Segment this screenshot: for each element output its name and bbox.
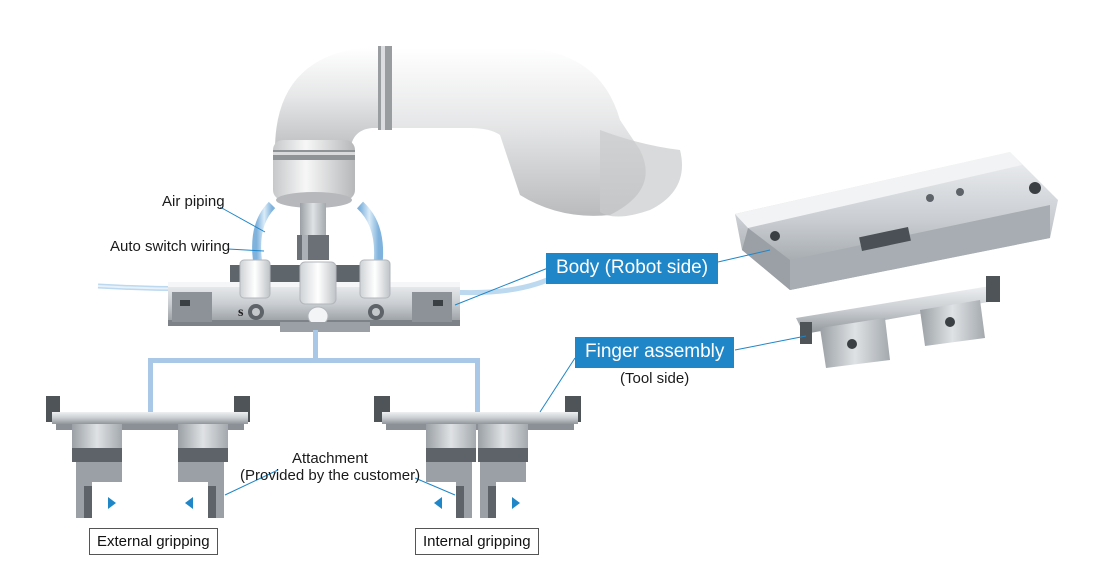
connector-bracket bbox=[148, 330, 480, 414]
body-marking: s bbox=[238, 305, 244, 320]
robot-arm bbox=[273, 46, 682, 260]
arrow-left-icon bbox=[434, 497, 452, 509]
internal-gripping-assembly bbox=[374, 396, 581, 518]
arrow-right-icon bbox=[502, 497, 520, 509]
attachment-label: Attachment bbox=[292, 450, 368, 467]
arrow-left-icon bbox=[185, 497, 203, 509]
gripper-body-mounted bbox=[97, 201, 562, 332]
arrow-right-icon bbox=[98, 497, 116, 509]
finger-assembly-callout: Finger assembly bbox=[575, 337, 735, 368]
body-robot-side-callout: Body (Robot side) bbox=[546, 253, 719, 284]
external-gripping-assembly bbox=[46, 396, 250, 518]
air-piping-label: Air piping bbox=[162, 193, 225, 210]
provided-by-customer-label: (Provided by the customer) bbox=[240, 467, 421, 484]
body-product-view bbox=[735, 152, 1058, 290]
external-gripping-label: External gripping bbox=[89, 528, 218, 555]
leader-lines bbox=[219, 206, 807, 496]
tool-side-label: (Tool side) bbox=[620, 370, 690, 387]
auto-switch-wiring-label: Auto switch wiring bbox=[110, 238, 231, 255]
internal-gripping-label: Internal gripping bbox=[415, 528, 539, 555]
finger-assembly-product-view bbox=[796, 276, 1000, 368]
